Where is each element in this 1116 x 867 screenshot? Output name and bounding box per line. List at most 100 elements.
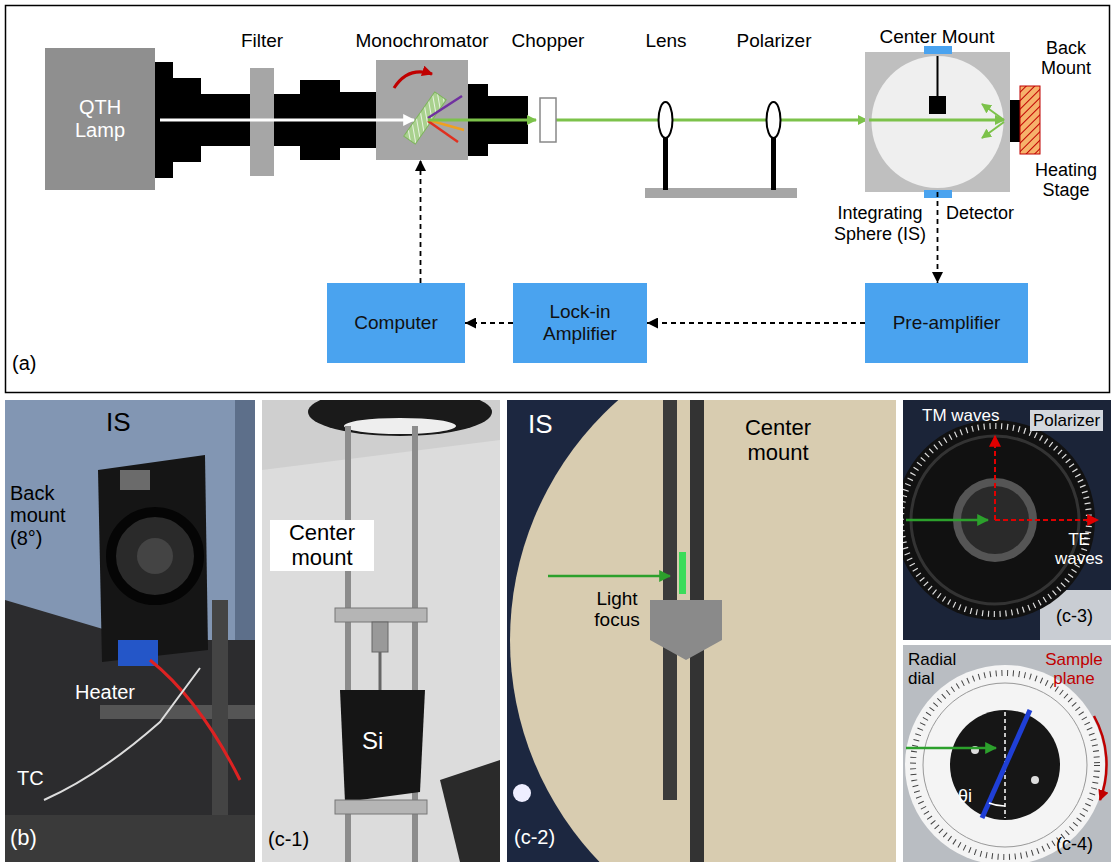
polarizer-drawing: [767, 102, 781, 138]
photo-center-mount: [440, 760, 500, 862]
photo-label: TC: [14, 766, 47, 790]
monochromator-drawing: [428, 96, 462, 118]
photo-center-mount: [372, 622, 388, 652]
photo-radial-dial: [903, 645, 1111, 862]
integrating-sphere-drawing: [929, 96, 946, 114]
filter-plate: [250, 68, 274, 176]
integrating-sphere: Integrating Sphere (IS): [865, 52, 1010, 192]
label-holder: Heating Stage: [1026, 160, 1106, 200]
node-text: Lock-in Amplifier: [521, 301, 639, 345]
integrating-sphere-drawing: [982, 104, 1004, 120]
photo-center-mount: [262, 440, 500, 862]
green-beam: [428, 119, 536, 122]
integrating-sphere-drawing: [937, 56, 939, 98]
photo-polarizer: [903, 400, 1111, 640]
photo-label: Sample plane: [1040, 650, 1108, 688]
photo-label: Si: [362, 728, 383, 755]
label-holder: IS: [528, 410, 553, 439]
part-label: Back Mount: [1030, 38, 1102, 78]
monochromator-drawing: [394, 72, 432, 88]
photo-label: TM waves: [922, 406, 999, 425]
label-holder: TE waves: [1050, 530, 1108, 568]
photo-center-mount: [335, 800, 427, 814]
integrating-sphere-drawing: [869, 119, 1004, 122]
label-holder: (a): [12, 352, 36, 374]
integrating-sphere-drawing: [982, 122, 1004, 138]
label-holder: (c-1): [268, 828, 309, 850]
photo-radial-dial: [950, 710, 1060, 820]
photo-center-mount: [344, 418, 456, 434]
photo-back-mount: [5, 400, 255, 862]
photo-back-mount: [5, 815, 255, 862]
photo-radial-dial: [906, 747, 996, 750]
photo-center-mount: [308, 400, 492, 436]
panel-label: (c-4): [1056, 834, 1093, 854]
photo-label: IS: [528, 410, 553, 439]
photo-label: θi: [958, 786, 972, 806]
label-holder: Heater: [72, 680, 138, 704]
white-light-beam: [160, 119, 414, 122]
integrating-sphere-drawing: [872, 56, 1004, 188]
label-holder: Polarizer: [1030, 410, 1103, 431]
node-text: QTH Lamp: [53, 96, 147, 142]
monochromator-drawing: [376, 60, 468, 160]
photo-back-mount: [235, 400, 255, 640]
photo-center-mount: [412, 426, 418, 862]
label-holder: TC: [14, 766, 47, 790]
photo-sphere-port: [507, 400, 896, 862]
integrating-sphere-drawing: [865, 46, 1040, 198]
photo-sphere-port: [679, 552, 686, 594]
node-text: Polarizer: [737, 30, 812, 52]
lens-drawing: [659, 102, 673, 190]
signal-connector: [465, 322, 513, 324]
monochromator-box: Monochromator: [376, 60, 468, 160]
photo-back-mount: [98, 455, 208, 662]
node-text: Computer: [354, 312, 437, 334]
photo-radial-dial: [923, 683, 1087, 847]
panel-label: (c-1): [268, 828, 309, 850]
photo-back-mount: [120, 470, 150, 490]
label-holder: Detector: [946, 203, 1014, 223]
photo-back-mount: [44, 668, 200, 800]
photo-label: Center mount: [722, 416, 834, 465]
photo-sphere-port: [510, 400, 896, 862]
chopper-wheel: [540, 98, 556, 142]
photo-radial-dial: [989, 803, 1005, 806]
photo-label: Polarizer: [1030, 410, 1103, 431]
label-holder: Si: [362, 728, 383, 755]
photo-polarizer: [995, 519, 1098, 521]
polarizer-drawing: [767, 102, 781, 190]
photo-label: Light focus: [584, 588, 650, 631]
photo-label: Back mount (8°): [10, 482, 94, 549]
lens: Lens: [656, 100, 676, 140]
integrating-sphere-drawing: [865, 52, 1010, 192]
photo-polarizer: [903, 400, 1111, 640]
photo-label: Heater: [72, 680, 138, 704]
photo-radial-dial: [913, 673, 1097, 857]
label-holder: Radial dial: [908, 650, 970, 688]
signal-connector: [420, 160, 422, 283]
lamp-box: QTH Lamp: [45, 48, 155, 190]
photo-label: Radial dial: [908, 650, 970, 688]
node-text: Filter: [241, 30, 283, 52]
node-text: Monochromator: [355, 30, 488, 52]
photo-radial-dial: [1031, 776, 1039, 784]
panel-label: (a): [12, 352, 36, 374]
label-holder: Light focus: [584, 588, 650, 631]
photo-center-mount: [379, 652, 382, 692]
photo-center-mount: [262, 400, 500, 862]
label-holder: (c-3): [1056, 606, 1093, 626]
label-holder: IS: [106, 408, 131, 437]
signal-connector: [647, 322, 865, 324]
label-holder: Back mount (8°): [10, 482, 94, 549]
panel-label: (c-3): [1056, 606, 1093, 626]
photo-center-mount: [340, 690, 425, 802]
monochromator-drawing: [428, 121, 458, 142]
photo-radial-dial: [982, 710, 1030, 818]
part-label: Heating Stage: [1026, 160, 1106, 200]
label-holder: Back Mount: [1030, 38, 1102, 78]
photo-back-mount: [100, 705, 255, 719]
